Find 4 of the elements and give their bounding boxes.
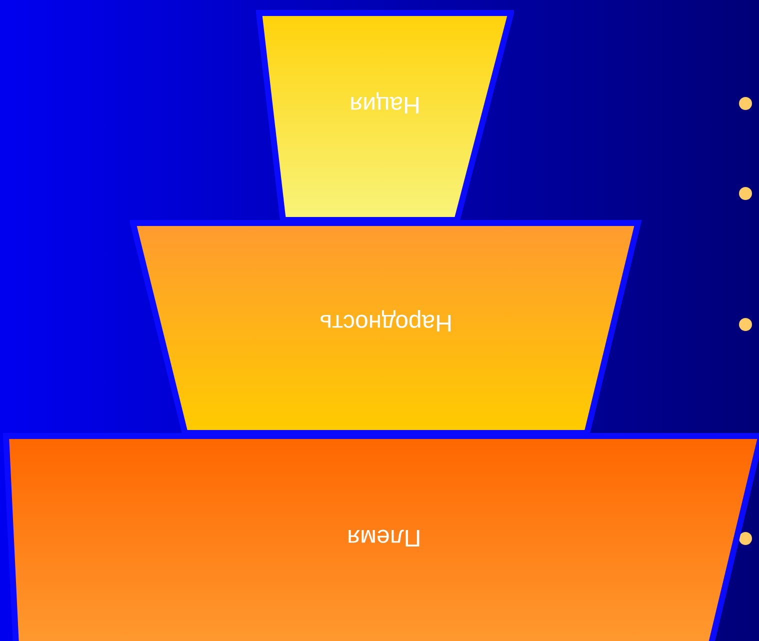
level-label: Нация: [350, 91, 420, 118]
level-label: Племя: [346, 524, 422, 551]
trapezoid-level: [3, 433, 759, 641]
level-label: Народность: [320, 309, 452, 336]
